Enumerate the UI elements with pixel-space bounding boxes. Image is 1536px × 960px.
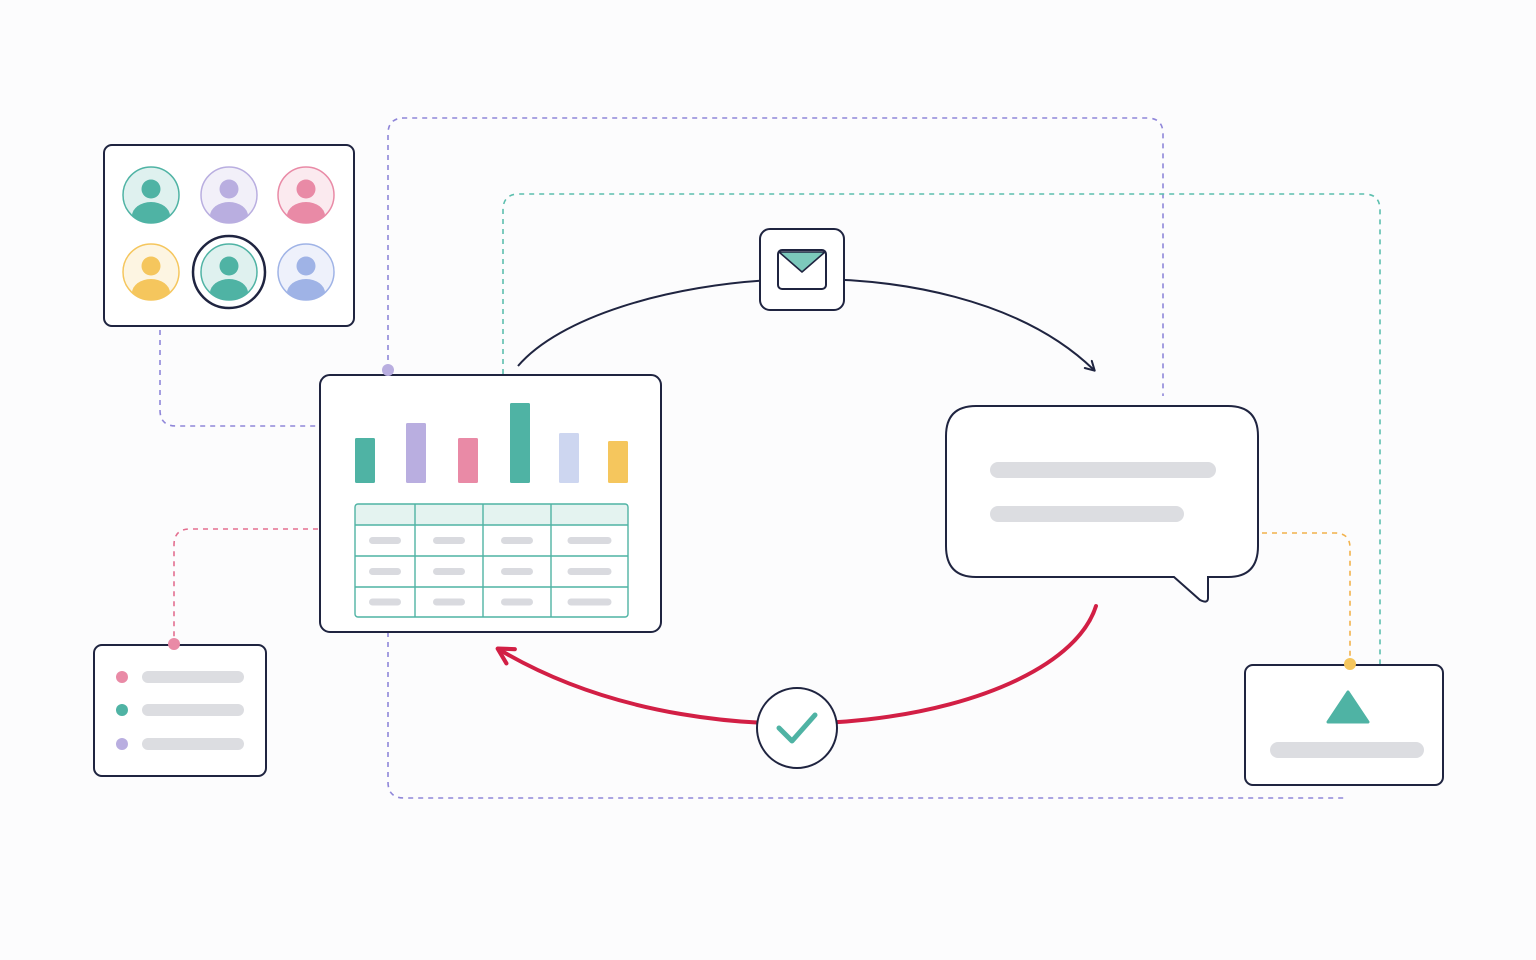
pink-connection-dot — [168, 638, 180, 650]
alert-card — [1244, 664, 1444, 786]
person-icon — [210, 256, 248, 300]
data-table — [354, 503, 629, 618]
connector-lines — [159, 117, 1381, 799]
table-cell-placeholder — [567, 568, 612, 575]
avatar-selected-ring — [191, 234, 267, 310]
pink-dashed-connector — [173, 528, 318, 642]
list-item — [116, 671, 244, 683]
triangle-icon — [1326, 690, 1370, 724]
table-cell-placeholder — [369, 537, 401, 544]
table-cell-placeholder — [567, 598, 612, 606]
table-header — [355, 504, 628, 525]
email-node[interactable] — [759, 228, 845, 311]
avatar-4[interactable] — [122, 243, 180, 307]
table-cell-placeholder — [567, 537, 612, 544]
avatar-2[interactable] — [200, 166, 258, 230]
purple-connection-dot — [382, 364, 394, 376]
bar-chart — [355, 403, 628, 483]
purple-dashed-loop-bottom — [387, 632, 1344, 799]
message-bubble — [945, 405, 1259, 603]
orange-connection-dot — [1344, 658, 1356, 670]
table-cell-placeholder — [433, 568, 465, 575]
table-cell-placeholder — [501, 568, 533, 575]
message-line-2 — [990, 506, 1184, 522]
table-cell-placeholder — [433, 537, 465, 544]
return-arrow — [495, 604, 1098, 726]
avatar-grid — [122, 166, 335, 310]
envelope-icon — [777, 249, 827, 290]
approval-node[interactable] — [756, 687, 838, 769]
table-cell-placeholder — [501, 598, 533, 606]
list-bullet — [116, 738, 128, 750]
list-text-placeholder — [142, 738, 244, 750]
avatar-5[interactable] — [191, 234, 267, 310]
table-cell-placeholder — [369, 598, 401, 606]
avatar-1[interactable] — [122, 166, 180, 230]
avatar-3[interactable] — [277, 166, 335, 230]
orange-dashed-connector — [1262, 532, 1351, 662]
purple-dashed-avatar-link — [159, 330, 318, 427]
list-bullet — [116, 704, 128, 716]
bar-6 — [608, 441, 628, 483]
person-icon — [210, 179, 248, 223]
table-border — [354, 503, 629, 618]
person-icon — [132, 179, 170, 223]
bar-3 — [458, 438, 478, 483]
person-icon — [287, 179, 325, 223]
team-avatars-card — [103, 144, 355, 327]
teal-dashed-connector — [502, 193, 1381, 664]
bar-4 — [510, 403, 530, 483]
table-cell-placeholder — [369, 568, 401, 575]
bar-5 — [559, 433, 579, 483]
bar-1 — [355, 438, 375, 483]
list-bullet — [116, 671, 128, 683]
table-cell-placeholder — [501, 537, 533, 544]
list-item — [116, 738, 244, 750]
dashboard-card — [319, 374, 662, 633]
person-icon — [287, 256, 325, 300]
task-list-card — [93, 644, 267, 777]
list-item — [116, 704, 244, 716]
person-icon — [132, 256, 170, 300]
purple-dashed-connector — [387, 117, 1164, 396]
avatar-6[interactable] — [277, 243, 335, 307]
task-list — [116, 671, 244, 750]
message-line-1 — [990, 462, 1216, 478]
bar-2 — [406, 423, 426, 483]
table-cell-placeholder — [433, 598, 465, 606]
list-text-placeholder — [142, 671, 244, 683]
checkmark-icon — [776, 712, 818, 744]
list-text-placeholder — [142, 704, 244, 716]
alert-text-placeholder — [1270, 742, 1424, 758]
